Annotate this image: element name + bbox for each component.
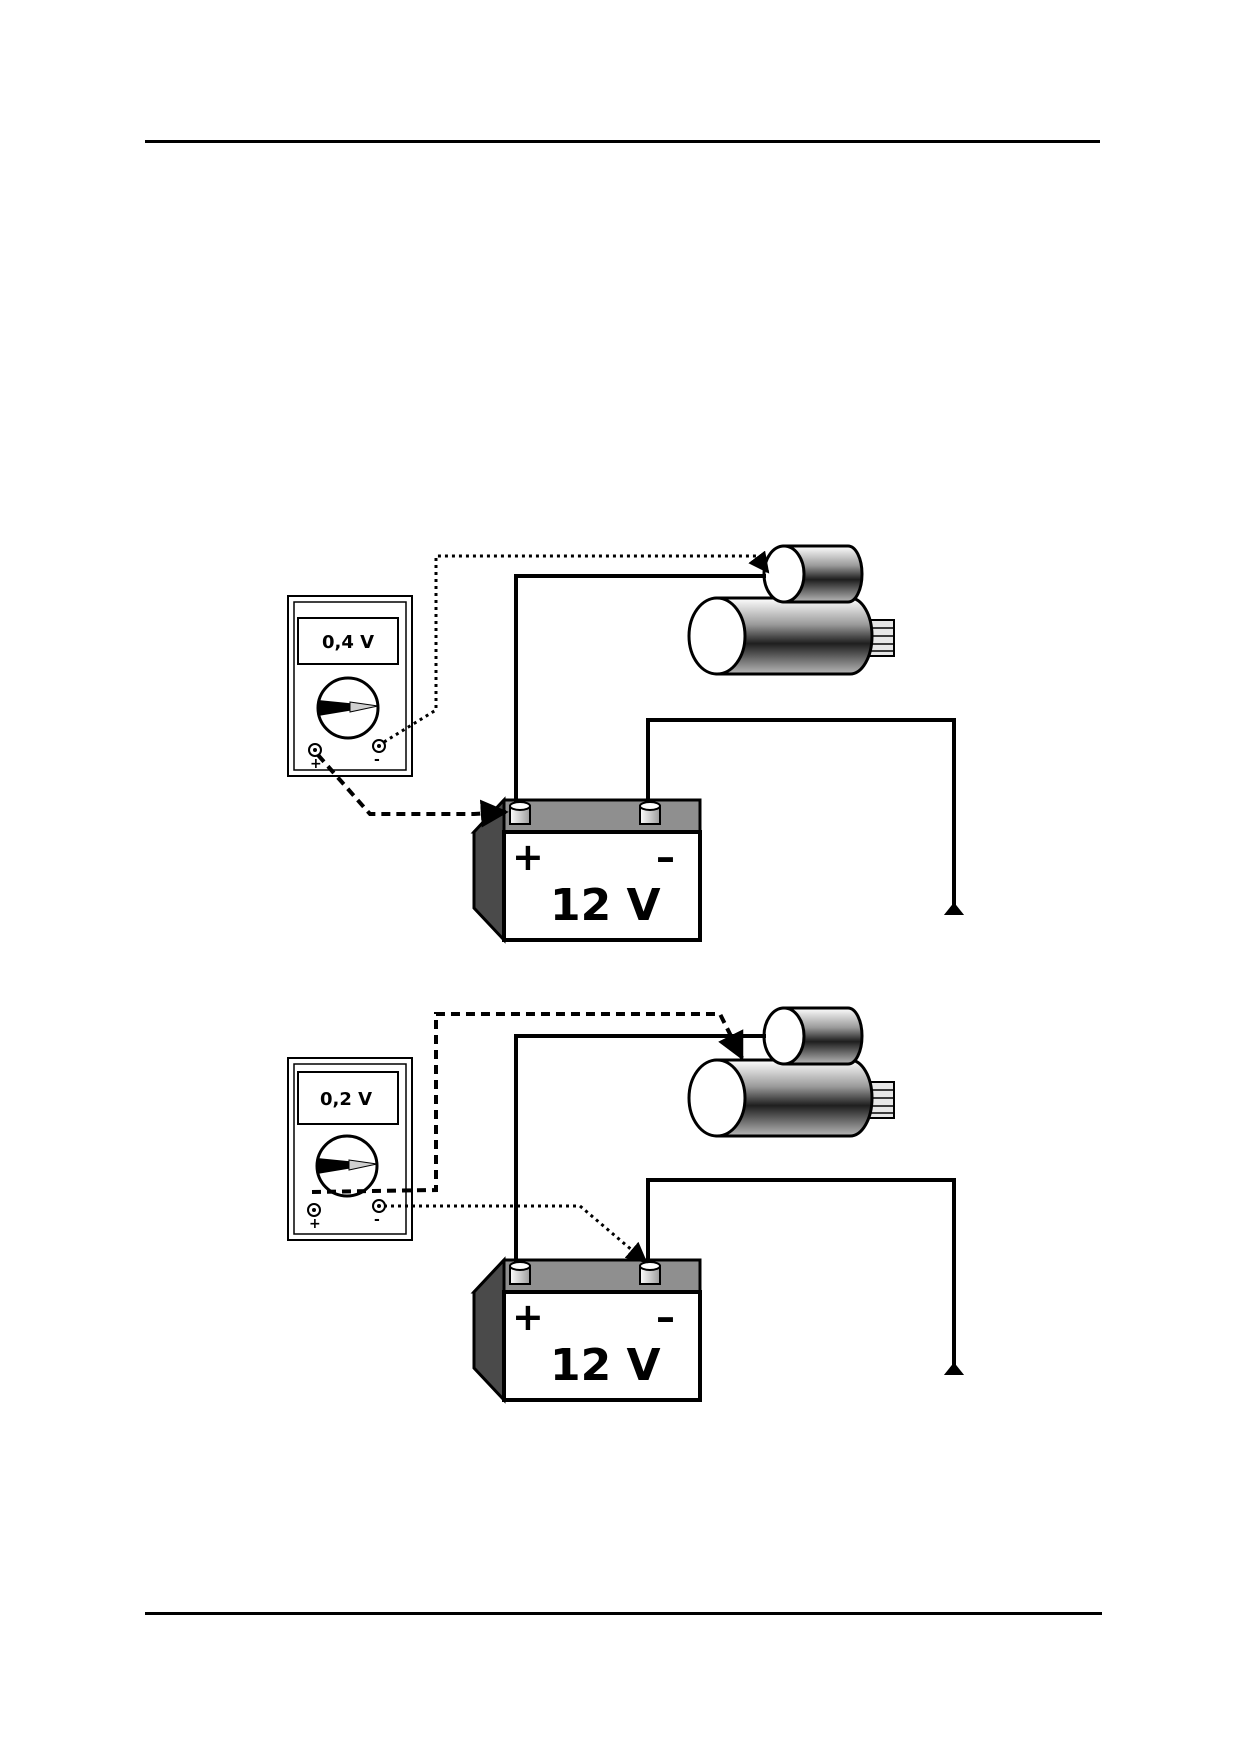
positive-test-lead [316, 753, 509, 828]
multimeter-negative-jack[interactable] [372, 1199, 386, 1213]
motor-body [687, 1058, 874, 1138]
motor-body [687, 596, 874, 676]
figure-2: + – 12 V 0,2 V [287, 1006, 965, 1404]
multimeter-minus-label: - [374, 752, 380, 768]
multimeter: 0,4 V + - [287, 595, 413, 777]
multimeter-reading: 0,2 V [320, 1089, 372, 1110]
ground-symbol [943, 902, 965, 915]
positive-cable [514, 574, 766, 802]
multimeter-positive-jack[interactable] [308, 743, 322, 757]
ground-symbol [943, 1362, 965, 1375]
battery-negative-post [639, 1261, 661, 1285]
multimeter-plus-label: + [310, 756, 322, 772]
battery-plus-label: + [512, 1295, 544, 1339]
battery-minus-label: – [656, 835, 675, 879]
positive-cable [514, 1034, 766, 1262]
multimeter-display [297, 1071, 399, 1125]
battery-plus-label: + [512, 835, 544, 879]
bottom-rule [145, 1612, 1102, 1615]
multimeter-display [297, 617, 399, 665]
ground-cable [646, 718, 956, 908]
negative-test-lead [383, 550, 770, 744]
starter-motor [687, 1006, 895, 1138]
top-rule [145, 140, 1100, 143]
multimeter-selector-dial[interactable] [315, 1134, 379, 1198]
battery-negative-post [639, 801, 661, 825]
multimeter-negative-jack[interactable] [372, 739, 386, 753]
figure-1: + – 12 V 0,4 V [287, 544, 965, 944]
multimeter-minus-label: - [374, 1212, 380, 1228]
negative-test-lead [384, 1204, 648, 1264]
solenoid [762, 544, 864, 604]
multimeter-selector-dial[interactable] [316, 676, 380, 740]
solenoid [762, 1006, 864, 1066]
battery-voltage-label: 12 V [550, 1340, 661, 1391]
battery: + – 12 V [470, 1256, 702, 1404]
battery-minus-label: – [656, 1295, 675, 1339]
starter-motor [687, 544, 895, 676]
positive-test-lead [311, 1012, 744, 1194]
battery-positive-post [509, 801, 531, 825]
battery-voltage-label: 12 V [550, 880, 661, 931]
multimeter-plus-label: + [309, 1216, 321, 1232]
ground-cable [646, 1178, 956, 1368]
battery-positive-post [509, 1261, 531, 1285]
multimeter: 0,2 V + - [287, 1057, 413, 1241]
multimeter-reading: 0,4 V [322, 632, 374, 653]
multimeter-positive-jack[interactable] [307, 1203, 321, 1217]
battery: + – 12 V [470, 796, 702, 944]
